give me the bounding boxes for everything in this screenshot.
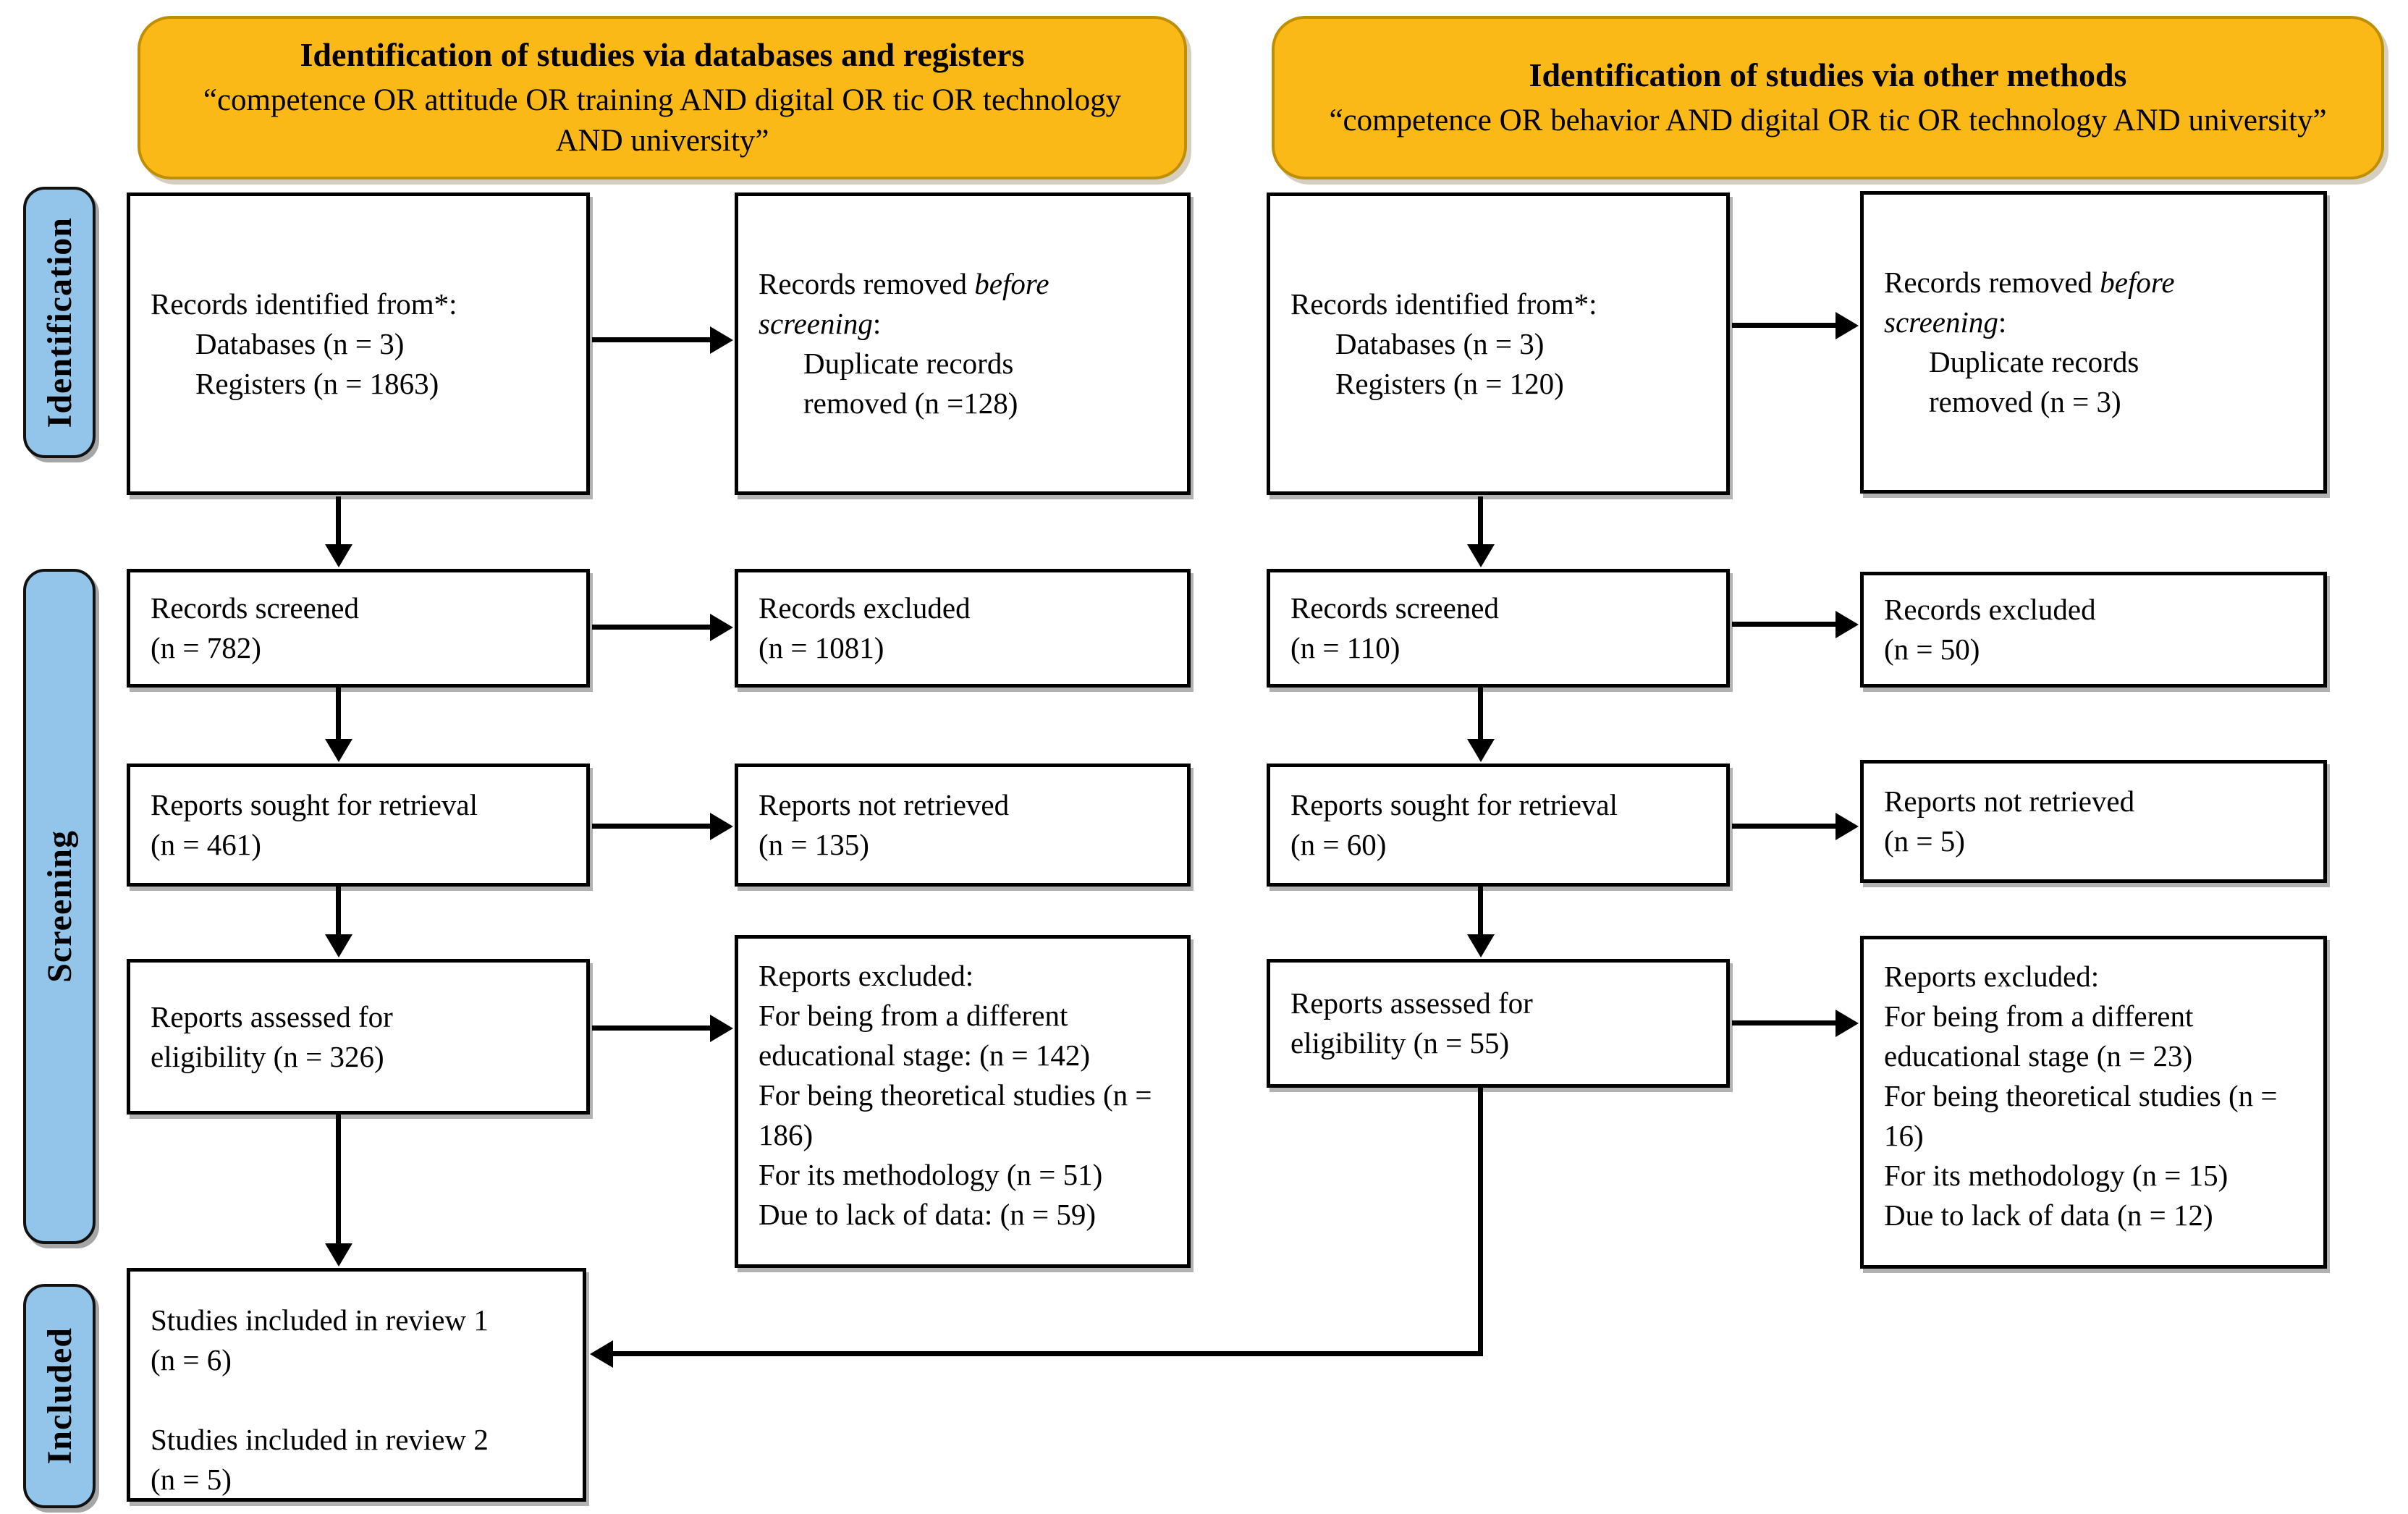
stage-label-identification: Identification [23,187,96,458]
stage-label-text: Included [40,1327,79,1465]
arrow-sought-to-assessed-left [336,887,341,936]
records-identified-registers: Registers (n = 1863) [195,366,439,400]
box-records-excluded-left: Records excluded (n = 1081) [735,569,1191,688]
arrow-identified-to-removed-left [592,337,711,342]
box-reports-not-retrieved-right: Reports not retrieved (n = 5) [1860,760,2327,883]
exclusion-reason-data: Due to lack of data (n = 12) [1884,1198,2213,1232]
duplicate-records-line1: Duplicate records [803,347,1014,380]
box-reports-sought-left: Reports sought for retrieval (n = 461) [127,764,590,887]
records-identified-databases: Databases (n = 3) [195,326,405,360]
exclusion-reason-stage: For being from a different educational s… [759,999,1091,1072]
reports-sought-label: Reports sought for retrieval [151,788,478,821]
exclusion-reason-theoretical: For being theoretical studies (n = 16) [1884,1079,2278,1152]
box-records-excluded-right: Records excluded (n = 50) [1860,572,2327,688]
box-reports-assessed-left: Reports assessed for eligibility (n = 32… [127,959,590,1115]
records-screened-count: (n = 782) [151,631,261,664]
reports-sought-label: Reports sought for retrieval [1290,788,1618,821]
box-records-screened-left: Records screened (n = 782) [127,569,590,688]
arrow-sought-to-notretrieved-left [592,824,711,829]
arrow-identified-to-screened-left [336,496,341,546]
exclusion-reason-stage: For being from a different educational s… [1884,999,2194,1073]
box-records-removed-right: Records removed before screening: Duplic… [1860,191,2327,494]
records-screened-count: (n = 110) [1290,631,1401,664]
duplicate-records-line2: removed (n =128) [803,386,1018,420]
reports-not-retrieved-count: (n = 5) [1884,824,1965,858]
box-records-identified-right: Records identified from*: Databases (n =… [1267,193,1730,495]
reports-sought-count: (n = 60) [1290,828,1387,861]
records-screened-label: Records screened [151,591,360,625]
stage-label-text: Screening [40,830,79,983]
banner-search-query: “competence OR behavior AND digital OR t… [1329,103,2327,138]
banner-search-query: “competence OR attitude OR training AND … [203,83,1122,158]
records-excluded-label: Records excluded [759,591,971,625]
box-records-screened-right: Records screened (n = 110) [1267,569,1730,688]
reports-excluded-title: Reports excluded: [1884,960,2100,993]
arrow-identified-to-removed-right [1732,323,1837,328]
exclusion-reason-methodology: For its methodology (n = 51) [759,1158,1103,1191]
records-removed-heading: Records removed before screening: [1884,266,2175,339]
arrow-assessed-to-included [336,1115,341,1245]
box-studies-included: Studies included in review 1 (n = 6) Stu… [127,1268,586,1502]
banner-title: Identification of studies via databases … [300,36,1025,73]
exclusion-reason-methodology: For its methodology (n = 15) [1884,1159,2229,1192]
stage-label-screening: Screening [23,569,96,1244]
studies-included-review1-count: (n = 6) [151,1343,232,1376]
duplicate-records-line1: Duplicate records [1929,345,2139,378]
studies-included-review2-label: Studies included in review 2 [151,1423,489,1456]
records-removed-heading: Records removed before screening: [759,267,1049,340]
studies-included-review1-label: Studies included in review 1 [151,1303,489,1337]
banner-databases-registers: Identification of studies via databases … [138,16,1187,179]
arrow-identified-to-screened-right [1478,496,1483,546]
box-reports-excluded-reasons-right: Reports excluded: For being from a diffe… [1860,936,2327,1269]
arrow-assessed-to-excluded-left [592,1025,711,1031]
studies-included-review2-count: (n = 5) [151,1463,232,1496]
stage-label-included: Included [23,1284,96,1508]
banner-other-methods: Identification of studies via other meth… [1272,16,2384,179]
elbow-connector-vertical [1478,1088,1483,1356]
arrow-screened-to-excluded-right [1732,622,1837,627]
reports-not-retrieved-count: (n = 135) [759,828,869,861]
arrow-assessed-to-excluded-right [1732,1020,1837,1025]
reports-not-retrieved-label: Reports not retrieved [1884,785,2135,818]
arrow-screened-to-sought-right [1478,688,1483,740]
exclusion-reason-data: Due to lack of data: (n = 59) [759,1198,1096,1231]
reports-assessed-label: Reports assessed for [1290,986,1533,1020]
box-reports-assessed-right: Reports assessed for eligibility (n = 55… [1267,959,1730,1088]
records-identified-heading: Records identified from*: [1290,287,1597,321]
reports-assessed-count: eligibility (n = 326) [151,1039,384,1073]
stage-label-text: Identification [40,216,79,428]
arrow-screened-to-sought-left [336,688,341,740]
reports-sought-count: (n = 461) [151,828,261,861]
box-records-removed-left: Records removed before screening: Duplic… [735,193,1191,495]
reports-not-retrieved-label: Reports not retrieved [759,788,1010,821]
reports-excluded-title: Reports excluded: [759,959,974,992]
arrow-sought-to-assessed-right [1478,887,1483,936]
records-identified-registers: Registers (n = 120) [1335,366,1564,400]
box-records-identified-left: Records identified from*: Databases (n =… [127,193,590,495]
exclusion-reason-theoretical: For being theoretical studies (n = 186) [759,1078,1152,1151]
records-excluded-count: (n = 50) [1884,633,1980,666]
arrow-other-methods-to-included [612,1351,1483,1356]
records-identified-databases: Databases (n = 3) [1335,326,1545,360]
records-excluded-count: (n = 1081) [759,631,884,664]
arrow-sought-to-notretrieved-right [1732,824,1837,829]
records-screened-label: Records screened [1290,591,1500,625]
records-identified-heading: Records identified from*: [151,287,457,321]
box-reports-sought-right: Reports sought for retrieval (n = 60) [1267,764,1730,887]
banner-title: Identification of studies via other meth… [1529,56,2127,93]
duplicate-records-line2: removed (n = 3) [1929,385,2121,418]
reports-assessed-count: eligibility (n = 55) [1290,1026,1510,1060]
box-reports-excluded-reasons-left: Reports excluded: For being from a diffe… [735,935,1191,1268]
records-excluded-label: Records excluded [1884,593,2096,626]
box-reports-not-retrieved-left: Reports not retrieved (n = 135) [735,764,1191,887]
arrow-screened-to-excluded-left [592,625,711,630]
reports-assessed-label: Reports assessed for [151,999,393,1033]
